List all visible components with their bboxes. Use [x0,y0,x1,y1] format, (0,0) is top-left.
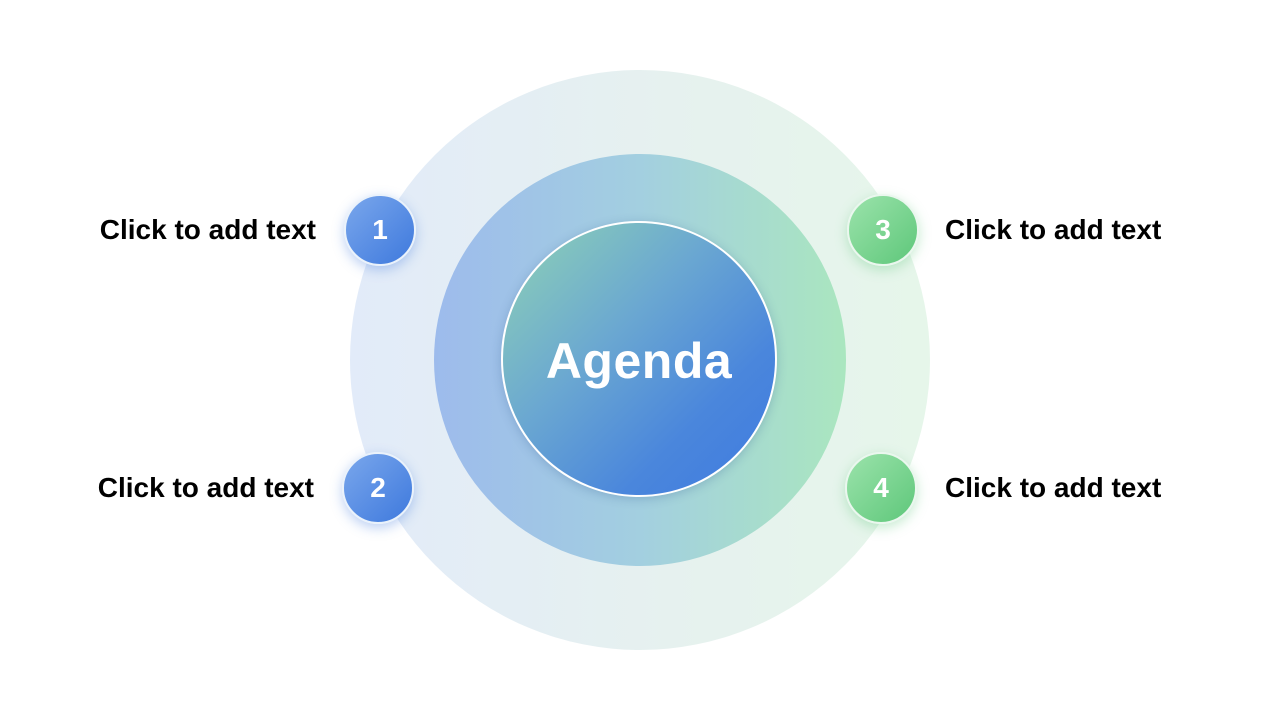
agenda-title[interactable]: Agenda [545,333,733,389]
item-text-3[interactable]: Click to add text [945,214,1162,245]
number-badge-4: 4 [845,452,917,524]
number-badge-3: 3 [847,194,919,266]
number-badge-3-text: 3 [875,214,891,245]
number-badge-1-text: 1 [372,214,388,245]
number-badge-2: 2 [342,452,414,524]
number-badge-4-text: 4 [873,472,889,503]
item-text-2[interactable]: Click to add text [97,472,314,503]
item-text-4[interactable]: Click to add text [945,472,1162,503]
number-badge-1: 1 [344,194,416,266]
item-text-1[interactable]: Click to add text [99,214,316,245]
number-badge-2-text: 2 [370,472,386,503]
center-circle: Agenda [501,221,777,497]
